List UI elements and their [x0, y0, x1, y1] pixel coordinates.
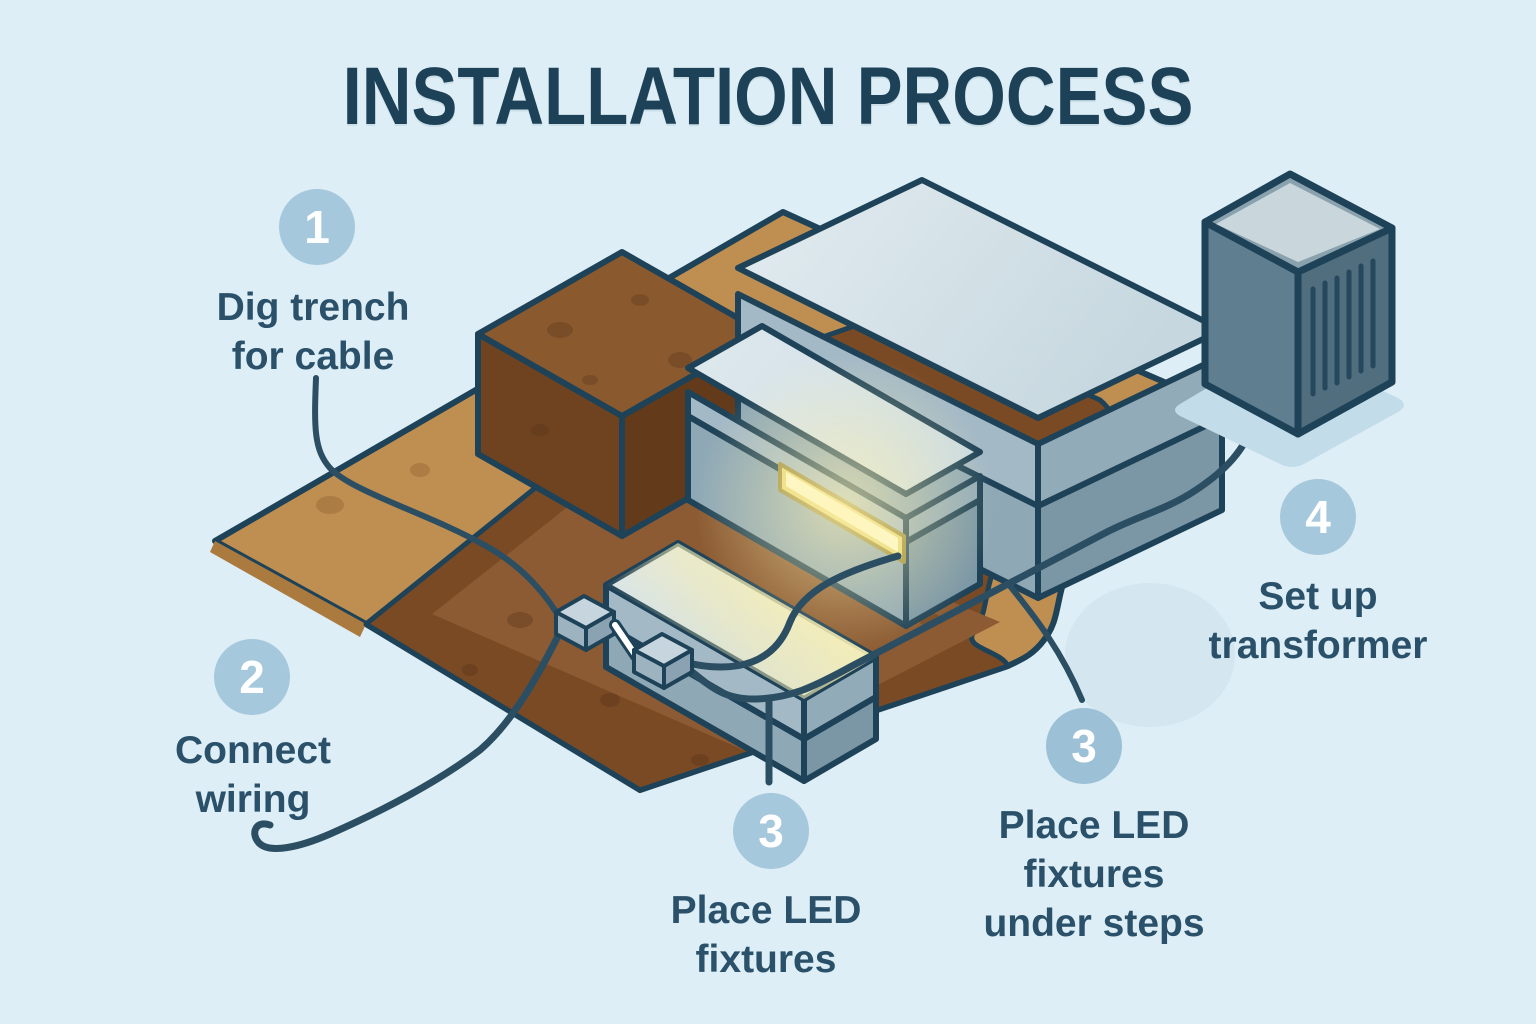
light-wash — [606, 543, 876, 699]
step-label-3: Place LED fixtures — [671, 886, 862, 984]
svg-text:3: 3 — [1071, 720, 1097, 772]
step-label-3b-line1: Place LED — [998, 804, 1190, 847]
transformer-vents — [1310, 258, 1376, 397]
step-badges: 1 2 3 3 4 — [214, 189, 1356, 869]
step-label-3-line2: fixtures — [695, 938, 837, 982]
step-badge-2: 2 — [214, 639, 290, 715]
step-label-4-line2: transformer — [1208, 624, 1428, 668]
transformer-illustration — [1175, 170, 1404, 467]
step-badge-1: 1 — [279, 189, 355, 265]
svg-text:3: 3 — [758, 805, 784, 857]
led-glow — [695, 355, 995, 655]
step-label-3b-line2: fixtures — [1023, 853, 1165, 897]
svg-text:2: 2 — [239, 651, 265, 703]
leader-line-step3-right — [1007, 583, 1085, 703]
leader-lines — [765, 583, 1085, 786]
cable-to-led — [672, 552, 902, 671]
step-label-1-line2: for cable — [231, 335, 395, 379]
step-label-2: Connect wiring — [175, 726, 331, 824]
step-label-4-line1: Set up — [1258, 575, 1378, 618]
step-label-3-line1: Place LED — [670, 889, 862, 932]
transformer-top-highlight — [1216, 183, 1380, 262]
step-label-3b: Place LED fixtures under steps — [983, 801, 1204, 948]
connector-a — [554, 594, 616, 652]
page-title: INSTALLATION PROCESS — [342, 51, 1194, 142]
wire-loose-end — [251, 632, 562, 852]
step-label-1-line1: Dig trench — [216, 286, 410, 329]
tan-ground-edge — [210, 541, 366, 637]
step-label-1: Dig trench for cable — [217, 283, 410, 381]
soil-speckles — [531, 294, 692, 436]
step-badge-3b: 3 — [1046, 708, 1122, 784]
leader-line-step1 — [312, 375, 565, 625]
steps-shadow — [1065, 583, 1235, 727]
svg-text:1: 1 — [304, 201, 330, 253]
cable-to-transformer — [678, 414, 1261, 703]
cables — [251, 375, 1261, 852]
step-label-3b-line3: under steps — [983, 902, 1205, 946]
step-badge-4: 4 — [1280, 479, 1356, 555]
step-label-2-line1: Connect — [175, 729, 331, 772]
svg-text:4: 4 — [1305, 491, 1331, 543]
step-label-4: Set up transformer — [1209, 572, 1428, 670]
cable-connectors — [554, 594, 694, 690]
connector-b — [632, 632, 694, 690]
step-label-2-line2: wiring — [195, 778, 311, 822]
step-badge-3: 3 — [733, 793, 809, 869]
